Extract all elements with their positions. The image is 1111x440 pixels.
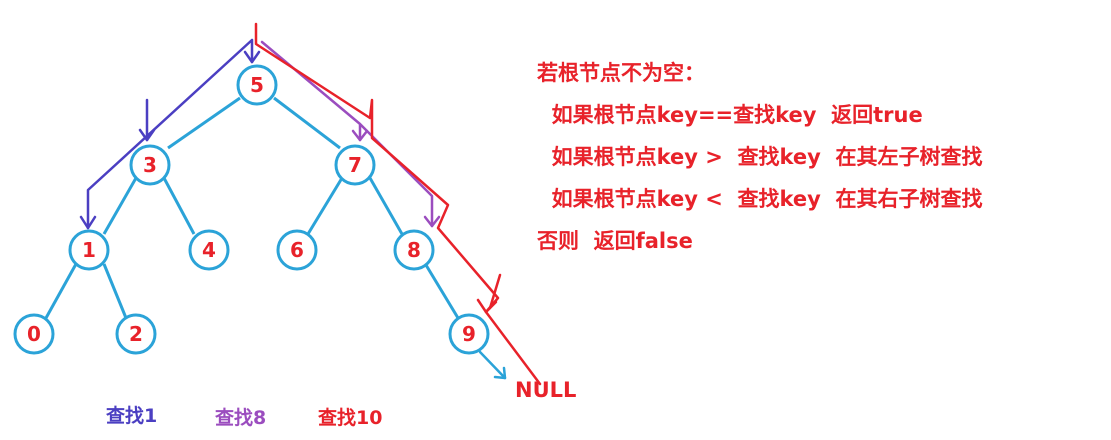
node-2: 2 xyxy=(115,313,157,355)
edge-5-3 xyxy=(167,96,241,150)
edge-8-9 xyxy=(424,264,460,319)
edge-7-6 xyxy=(306,177,344,235)
node-label-1: 1 xyxy=(82,238,96,262)
node-0: 0 xyxy=(13,313,55,355)
arrow-down-icon xyxy=(79,215,97,230)
rule-line-5: 否则 返回false xyxy=(537,229,693,253)
node-4: 4 xyxy=(188,229,230,271)
node-1: 1 xyxy=(68,229,110,271)
legend-search-1: 查找1 xyxy=(105,404,157,427)
legend-search-10: 查找10 xyxy=(317,406,382,429)
edge-7-8 xyxy=(368,177,404,235)
node-label-5: 5 xyxy=(250,73,264,97)
search-path-8 xyxy=(260,40,441,228)
edge-1-2 xyxy=(102,263,128,319)
legend-search-8: 查找8 xyxy=(214,406,266,429)
arrow-down-icon xyxy=(476,298,498,314)
search-legend: 查找1 查找8 查找10 xyxy=(105,404,382,429)
rule-line-2: 如果根节点key==查找key 返回true xyxy=(537,103,923,127)
null-arrowhead-icon xyxy=(493,366,507,380)
node-label-2: 2 xyxy=(129,322,143,346)
rule-line-4: 如果根节点key < 查找key 在其右子树查找 xyxy=(537,187,983,211)
edge-3-4 xyxy=(162,177,196,235)
arrow-down-icon xyxy=(423,215,441,228)
search-path-8-line xyxy=(260,40,434,228)
node-label-8: 8 xyxy=(407,238,421,262)
search-path-10 xyxy=(254,22,542,386)
arrow-down-icon xyxy=(243,50,261,64)
node-3: 3 xyxy=(129,144,171,186)
node-label-9: 9 xyxy=(462,322,476,346)
arrow-down-icon xyxy=(138,128,156,142)
search-path-10-tick xyxy=(488,273,502,310)
edge-1-0 xyxy=(44,263,78,319)
edge-3-1 xyxy=(102,177,138,235)
search-rules: 若根节点不为空： 如果根节点key==查找key 返回true 如果根节点key… xyxy=(537,52,982,262)
edge-5-7 xyxy=(273,96,341,150)
node-label-0: 0 xyxy=(27,322,41,346)
null-arrow xyxy=(478,350,507,380)
node-label-3: 3 xyxy=(143,153,157,177)
node-9: 9 xyxy=(448,313,490,355)
rule-line-1: 若根节点不为空： xyxy=(537,61,705,85)
search-path-1 xyxy=(79,38,261,230)
node-label-4: 4 xyxy=(202,238,216,262)
tree-nodes: 5 3 7 1 4 6 8 0 2 9 xyxy=(13,64,490,355)
arrow-down-icon xyxy=(351,129,369,142)
node-label-7: 7 xyxy=(348,153,362,177)
node-8: 8 xyxy=(393,229,435,271)
node-6: 6 xyxy=(276,229,318,271)
tree-edges xyxy=(44,96,460,319)
search-path-1-line xyxy=(86,38,254,230)
node-5: 5 xyxy=(236,64,278,106)
null-pointer: NULL xyxy=(478,350,576,402)
null-label: NULL xyxy=(515,378,576,402)
search-path-10-line xyxy=(254,22,542,386)
node-7: 7 xyxy=(334,144,376,186)
rule-line-3: 如果根节点key > 查找key 在其左子树查找 xyxy=(537,145,983,169)
node-label-6: 6 xyxy=(290,238,304,262)
